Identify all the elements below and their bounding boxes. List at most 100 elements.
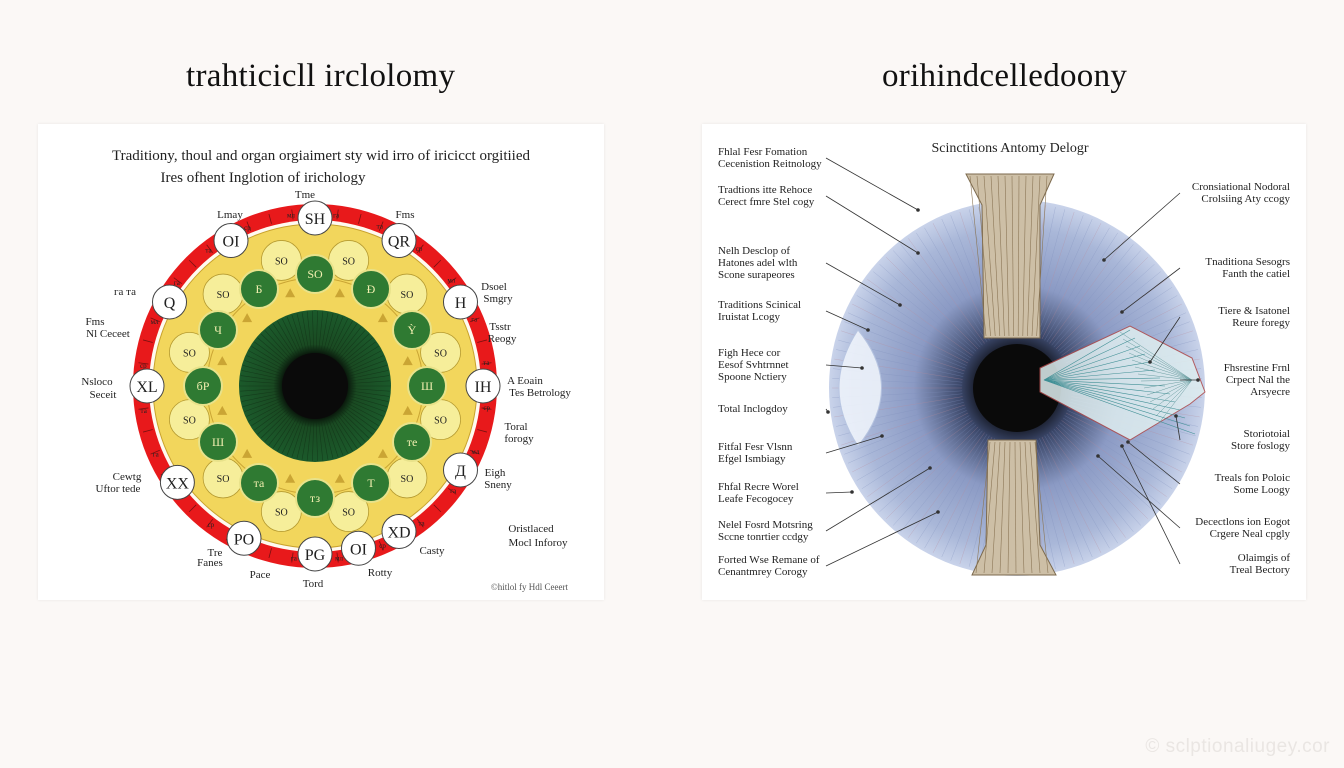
zone-bubble-label: SO — [401, 474, 414, 485]
leader-dot — [850, 490, 854, 494]
ring-code-label: OI — [350, 541, 367, 558]
striation — [1057, 424, 1155, 512]
ring-code-badge — [152, 284, 188, 320]
iris-fiber — [248, 402, 284, 422]
ring-code-badge — [297, 200, 333, 236]
zone-node — [198, 310, 239, 350]
ring-tick — [470, 449, 480, 455]
leader-line — [1121, 445, 1181, 565]
leader-dot — [1174, 414, 1178, 418]
outer-label: Tme — [295, 189, 315, 201]
leader-line — [825, 435, 883, 454]
ring-tick — [481, 362, 492, 365]
iris-fiber — [315, 421, 318, 461]
ring-tick — [477, 429, 488, 433]
iris-fiber — [240, 375, 280, 382]
nerve-line — [1043, 361, 1151, 381]
iris-fiber — [240, 390, 280, 397]
ring-tick — [433, 504, 442, 513]
leader-dot — [916, 208, 920, 212]
outer-label: Pace — [250, 569, 271, 581]
nerve-line — [1146, 379, 1193, 396]
iris-fiber — [244, 360, 282, 374]
ring-tick — [188, 504, 197, 513]
nerve-line — [1152, 379, 1193, 410]
ring-glyph: га — [153, 451, 160, 459]
ring-code-label: PG — [305, 547, 326, 564]
iris-fiber — [306, 421, 312, 461]
zone-triangle — [402, 405, 413, 415]
ring-tick — [378, 541, 384, 551]
iris-fiber — [323, 313, 334, 352]
zone-node — [351, 269, 391, 310]
zone-bubble-label: SO — [342, 256, 355, 267]
annotation-label: Tradtions itte Rehoce — [718, 184, 812, 196]
iris-fiber — [349, 365, 388, 377]
ring-tick — [206, 519, 214, 528]
annotation-label: Cronsiational Nodoral — [1192, 181, 1290, 193]
striation — [1041, 436, 1102, 553]
iris-fiber — [291, 314, 305, 352]
striation — [847, 312, 967, 366]
iris-fiber — [268, 414, 294, 446]
ring-tick — [291, 552, 294, 563]
annotation-label: Tnaditiona Sesogrs — [1205, 256, 1290, 268]
striation — [1044, 435, 1110, 549]
annotation-label: Efgel Ismbiagy — [718, 453, 786, 465]
outer-label: Lmay — [217, 209, 243, 221]
ring-glyph: ср — [416, 245, 423, 253]
cornea — [838, 329, 882, 447]
iris-fiber — [350, 393, 389, 402]
outer-label: Oristlaced — [508, 523, 554, 535]
iris-fiber — [296, 313, 307, 352]
striation — [1061, 279, 1167, 356]
outer-label: Fms — [396, 209, 415, 221]
ring-tick — [477, 339, 488, 343]
striation — [867, 420, 973, 497]
ring-tick — [416, 244, 424, 253]
outer-label: Eigh — [485, 467, 506, 479]
ring-tick — [173, 277, 182, 285]
annotation-label: Forted Wse Remane of — [718, 554, 820, 566]
iris-fiber — [241, 393, 280, 402]
watermark: © sclptionaliugey.cor — [1145, 736, 1330, 757]
iris-fiber — [277, 320, 298, 355]
striation — [1053, 428, 1141, 526]
zone-node — [391, 422, 432, 462]
iris-fiber — [246, 400, 283, 417]
leader-dot — [916, 251, 920, 255]
nerve-line — [1043, 379, 1191, 427]
ring-code-label: Д — [455, 463, 466, 480]
iris-fiber — [244, 398, 282, 412]
ring-code-label: IН — [475, 379, 492, 396]
ring-code-badge — [159, 464, 195, 500]
iris-fiber — [272, 323, 296, 357]
iris-fiber — [286, 316, 302, 353]
striation — [900, 430, 983, 532]
striation — [1057, 264, 1155, 352]
striation — [1055, 426, 1148, 519]
ring-code-badge — [442, 284, 478, 320]
muscle-fiber — [1019, 441, 1025, 574]
annotation-label: Cerect fmre Stel cogy — [718, 196, 815, 208]
ring-tick — [150, 449, 160, 455]
ring-tick — [448, 487, 457, 495]
zone-node-label: Ш — [212, 435, 224, 449]
striation — [1065, 412, 1182, 473]
striation — [924, 435, 990, 549]
zone-triangle — [242, 448, 253, 458]
striation — [867, 279, 973, 356]
ring-code-badge — [129, 368, 165, 404]
zone-node — [295, 478, 335, 518]
ring-glyph: та — [205, 247, 212, 255]
nerve-line — [1128, 352, 1193, 381]
ring-tick — [291, 209, 294, 220]
ring-glyph: га — [291, 555, 298, 563]
iris-fiber — [254, 406, 287, 431]
zone-triangle — [285, 288, 296, 298]
iris-fiber — [320, 421, 329, 460]
annotation-label: Arsyecre — [1250, 386, 1290, 398]
striation — [886, 257, 979, 350]
nerve-line — [1143, 379, 1193, 389]
outer-label: Reogy — [488, 333, 517, 345]
